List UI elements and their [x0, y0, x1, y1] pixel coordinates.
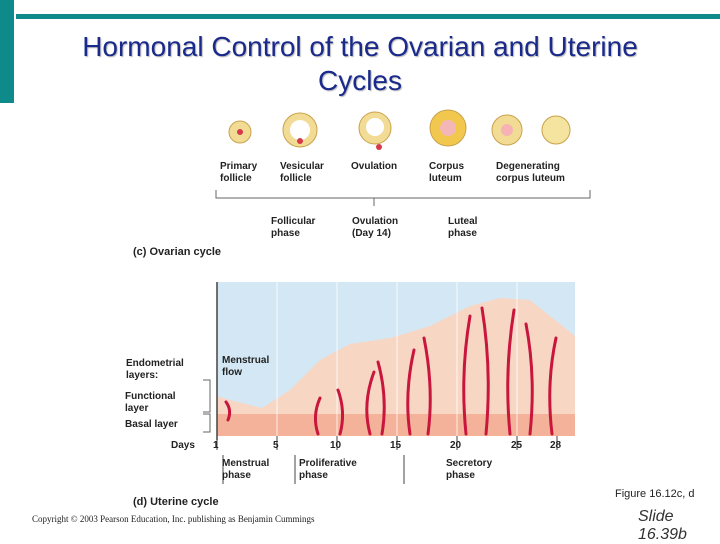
phase-label-proliferative: Proliferative phase [299, 458, 357, 481]
day-label: 25 [511, 440, 523, 451]
basal-layer-label: Basal layer [125, 419, 178, 430]
stage-label-corpus-luteum: Corpus luteum [429, 161, 464, 184]
ovarian-panel-title: (c) Ovarian cycle [133, 246, 222, 258]
uterine-panel-title: (d) Uterine cycle [133, 496, 219, 508]
left-accent-bar [0, 0, 14, 103]
stage-label-primary-follicle: Primary follicle [220, 161, 258, 184]
figure-label: Figure 16.12c, d [615, 488, 695, 500]
blood-vessels [224, 306, 558, 436]
corpus-luteum-icon [429, 109, 467, 147]
uterine-chart [203, 282, 575, 484]
day-label: 20 [450, 440, 462, 451]
stage-label-degenerating-corpus-luteum: Degenerating corpus luteum [496, 161, 565, 184]
phase-separators [222, 455, 405, 484]
day-label: 10 [330, 440, 342, 451]
phase-label-secretory: Secretory phase [446, 458, 493, 481]
copyright-text: Copyright © 2003 Pearson Education, Inc.… [32, 514, 315, 524]
endometrial-brackets [203, 379, 211, 433]
slide-label: Slide 16.39b [638, 508, 687, 543]
phase-label-ovulation: Ovulation (Day 14) [352, 216, 399, 239]
day-label: 5 [273, 440, 279, 451]
top-accent-bar [0, 0, 720, 20]
day-ticks [216, 436, 558, 450]
phase-label-follicular: Follicular phase [271, 216, 316, 239]
ovulation-icon [358, 111, 392, 150]
ovarian-bracket [215, 190, 591, 206]
stage-label-ovulation: Ovulation [351, 161, 398, 172]
primary-follicle-icon [228, 120, 252, 144]
day-label: 15 [390, 440, 402, 451]
stage-label-vesicular-follicle: Vesicular follicle [280, 161, 324, 184]
endometrial-layers-label: Endometrial layers: [126, 358, 184, 381]
day-label: 1 [213, 440, 219, 451]
day-label: 28 [550, 440, 562, 451]
slide-title: Hormonal Control of the Ovarian and Uter… [82, 31, 638, 96]
degenerating-corpus-luteum-icon [491, 114, 571, 146]
menstrual-flow-label: Menstrual flow [222, 355, 270, 378]
vesicular-follicle-icon [282, 112, 318, 148]
phase-label-menstrual: Menstrual phase [222, 458, 270, 481]
functional-layer-label: Functional layer [125, 391, 176, 414]
phase-label-luteal: Luteal phase [448, 216, 478, 239]
days-label: Days [171, 440, 195, 451]
